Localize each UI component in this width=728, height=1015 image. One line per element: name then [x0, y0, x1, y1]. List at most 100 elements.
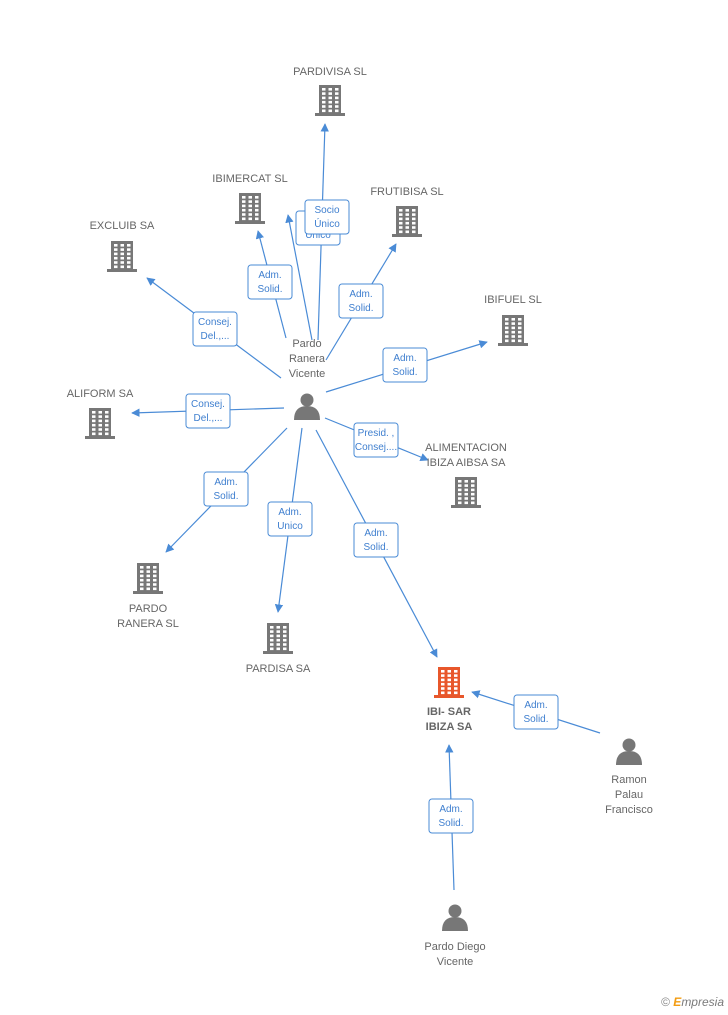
building-icon [451, 477, 481, 508]
edge-label-text: Consej. [198, 317, 232, 328]
edge-label-text: Unico [277, 521, 303, 532]
edge-role-label[interactable]: Adm. Solid. [382, 347, 428, 383]
node-label: FRUTIBISA SL [370, 186, 443, 198]
edge-role-label[interactable]: Consej. Del.,... [185, 393, 231, 429]
edge-label-text: Adm. [278, 507, 301, 518]
edge-label-text: Adm. [439, 804, 462, 815]
edge-role-label[interactable]: Adm. Solid. [203, 471, 249, 507]
building-icon [85, 408, 115, 439]
edge-label-text: Adm. [393, 353, 416, 364]
edge-role-label[interactable]: Adm. Solid. [513, 694, 559, 730]
building-icon [263, 623, 293, 654]
node-label: IBIZA AIBSA SA [427, 457, 507, 469]
edge-label-text: Solid. [348, 303, 373, 314]
edge-pardo_ranera_vicente-to-ibimercat [285, 214, 313, 341]
edge-label-text: Adm. [214, 477, 237, 488]
node-ibimercat[interactable]: IBIMERCAT SL [212, 173, 288, 224]
node-pardoranera[interactable]: PARDO RANERA SL [117, 563, 179, 630]
edge-label-text: Adm. [349, 289, 372, 300]
node-label: Ranera [289, 353, 326, 365]
node-label: IBIMERCAT SL [212, 173, 287, 185]
edge-label-box [382, 347, 428, 383]
edge-role-label[interactable]: Adm. Solid. [247, 264, 293, 300]
edge-label-box [353, 422, 399, 458]
edge-label-text: Solid. [213, 491, 238, 502]
edge-label-text: Solid. [392, 367, 417, 378]
edge-label-text: Del.,... [194, 413, 223, 424]
person-icon [616, 738, 642, 765]
node-ibisar[interactable]: IBI- SAR IBIZA SA [426, 667, 473, 733]
edge-label-box [192, 311, 238, 347]
edge-label-box [338, 283, 384, 319]
edge-role-label[interactable]: Adm. Solid. [353, 522, 399, 558]
node-label: IBIFUEL SL [484, 294, 542, 306]
edge-label-box [513, 694, 559, 730]
edge-label-text: Adm. [364, 528, 387, 539]
node-alimentacion[interactable]: ALIMENTACION IBIZA AIBSA SA [425, 442, 507, 508]
edge-label-box [304, 199, 350, 235]
edge-labels-layer: Adm.UnicoSocioÚnicoAdm.Solid.Adm.Solid.C… [185, 199, 559, 834]
edge-label-box [247, 264, 293, 300]
node-label: PARDO [129, 603, 168, 615]
edge-label-box [267, 501, 313, 537]
node-label: ALIFORM SA [67, 388, 134, 400]
edge-label-text: Solid. [257, 284, 282, 295]
edge-label-text: Presid. , [358, 428, 395, 439]
node-pardivisa[interactable]: PARDIVISA SL [293, 66, 367, 116]
building-icon [315, 85, 345, 116]
edge-label-text: Adm. [524, 700, 547, 711]
building-icon [235, 193, 265, 224]
edge-role-label[interactable]: Adm. Solid. [428, 798, 474, 834]
edge-label-text: Adm. [258, 270, 281, 281]
person-icon [442, 904, 468, 931]
node-label: IBI- SAR [427, 706, 471, 718]
node-frutibisa[interactable]: FRUTIBISA SL [370, 186, 444, 237]
node-label: PARDIVISA SL [293, 66, 367, 78]
brand-name: mpresia [681, 995, 724, 1009]
person-icon [294, 393, 320, 420]
node-aliform[interactable]: ALIFORM SA [67, 388, 134, 439]
edge-label-text: Solid. [363, 542, 388, 553]
node-label: Pardo [292, 338, 321, 350]
node-pardisa[interactable]: PARDISA SA [246, 623, 311, 675]
node-label: Palau [615, 789, 643, 801]
edge-role-label[interactable]: Adm. Solid. [338, 283, 384, 319]
edge-label-text: Solid. [523, 714, 548, 725]
edges-layer [131, 123, 601, 891]
building-icon [392, 206, 422, 237]
edge-label-box [185, 393, 231, 429]
edge-label-box [203, 471, 249, 507]
node-label: RANERA SL [117, 618, 179, 630]
building-icon [434, 667, 464, 698]
edge-role-label[interactable]: Presid. , Consej.... [353, 422, 399, 458]
edge-label-text: Único [314, 217, 340, 230]
node-label: PARDISA SA [246, 663, 311, 675]
node-label: Pardo Diego [424, 941, 485, 953]
edge-label-text: Consej. [191, 399, 225, 410]
edge-label-text: Solid. [438, 818, 463, 829]
node-label: Vicente [437, 956, 474, 968]
edge-label-text: Consej.... [355, 442, 397, 453]
node-label: ALIMENTACION [425, 442, 507, 454]
edge-label-text: Unico [305, 230, 331, 241]
brand-initial: E [673, 995, 682, 1009]
node-label: EXCLUIB SA [90, 220, 155, 232]
edge-label-text: Socio [314, 205, 339, 216]
building-icon [133, 563, 163, 594]
footer-brand: © Empresia [661, 995, 724, 1009]
node-label: Francisco [605, 804, 653, 816]
node-excluib[interactable]: EXCLUIB SA [90, 220, 155, 272]
node-ibifuel[interactable]: IBIFUEL SL [484, 294, 542, 346]
node-label: IBIZA SA [426, 721, 473, 733]
edge-role-label[interactable]: Consej.Del.,... [192, 311, 238, 347]
node-label: Ramon [611, 774, 646, 786]
edge-role-label[interactable]: Adm. Unico [267, 501, 313, 537]
copyright-symbol: © [661, 995, 670, 1009]
nodes-layer: PARDIVISA SL IBIMERCAT SL FRUTIBISA SL EXCL… [67, 66, 653, 968]
edge-label-box [353, 522, 399, 558]
